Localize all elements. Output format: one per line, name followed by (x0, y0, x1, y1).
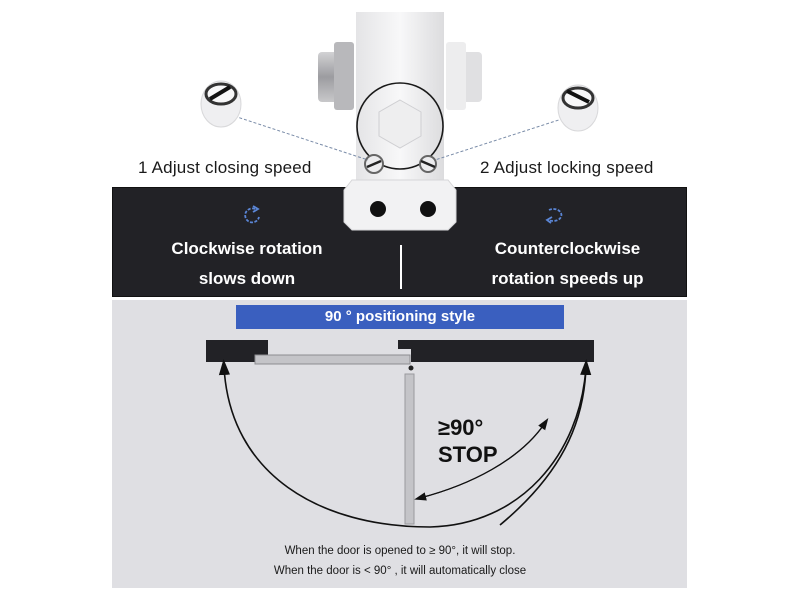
right-wall (398, 340, 594, 362)
door-closer-illustration (318, 12, 482, 231)
footer-line1: When the door is opened to ≥ 90°, it wil… (284, 545, 516, 557)
counterclockwise-line2: rotation speeds up (491, 269, 644, 288)
closing-speed-screw-icon (364, 154, 384, 174)
adjust-locking-speed-label: 2 Adjust locking speed (480, 158, 654, 177)
closing-screw-zoom-icon (200, 80, 242, 128)
counterclockwise-line1: Counterclockwise (494, 239, 641, 258)
door-swing-diagram (206, 340, 594, 528)
band-divider (400, 245, 402, 289)
hinge-pivot (408, 365, 414, 371)
clockwise-arrow-icon (244, 205, 260, 224)
stop-angle-label: ≥90° STOP (438, 414, 498, 468)
angle-label: ≥90° (438, 415, 484, 440)
clockwise-description: Clockwise rotation slows down (142, 234, 352, 294)
left-wall (206, 340, 268, 362)
closed-door (254, 354, 411, 365)
positioning-style-banner: 90 ° positioning style (236, 305, 564, 329)
counterclockwise-description: Counterclockwise rotation speeds up (455, 234, 680, 294)
footer-line2: When the door is < 90° , it will automat… (273, 565, 527, 577)
locking-screw-zoom-icon (557, 84, 599, 132)
stop-label: STOP (438, 442, 498, 467)
adjust-closing-speed-label: 1 Adjust closing speed (138, 158, 312, 177)
open-door (404, 373, 415, 525)
clockwise-line1: Clockwise rotation (171, 239, 323, 258)
counterclockwise-arrow-icon (545, 208, 563, 224)
leader-lines (224, 112, 569, 161)
locking-speed-screw-icon (419, 155, 437, 173)
clockwise-line2: slows down (198, 269, 296, 288)
